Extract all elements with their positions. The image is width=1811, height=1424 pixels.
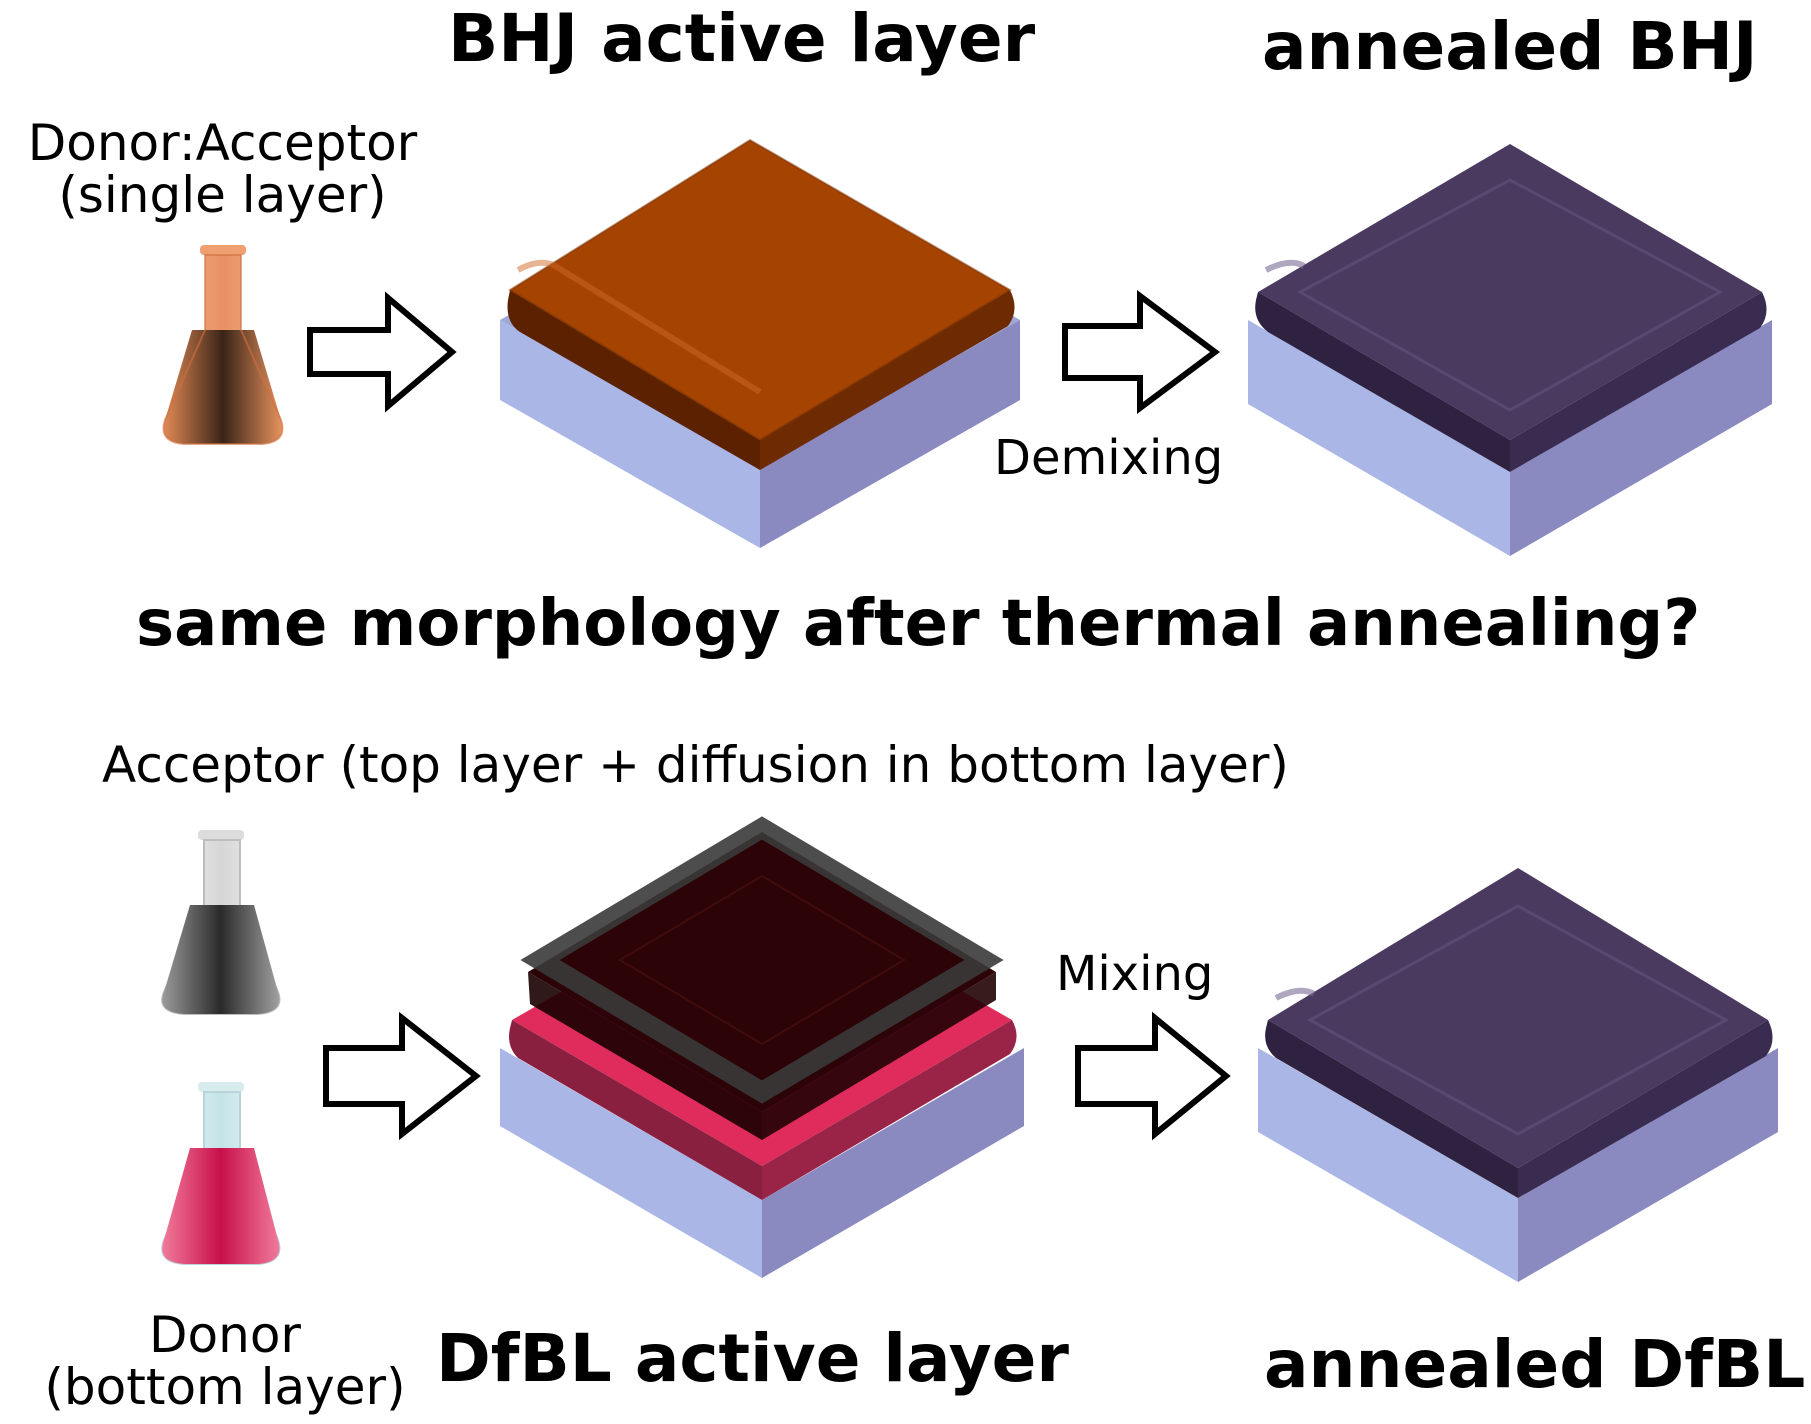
title-dfbl-active-layer: DfBL active layer [436, 1320, 1069, 1397]
arrow-right-icon [1075, 1011, 1231, 1141]
label-bottom-layer: (bottom layer) [44, 1358, 406, 1416]
dfbl-active-layer-block [500, 816, 1024, 1278]
arrow-right-icon [1062, 290, 1221, 414]
label-mixing: Mixing [1056, 946, 1214, 1002]
flask-icon [161, 1082, 281, 1265]
flask-icon [162, 245, 284, 445]
bhj-active-layer-block [500, 138, 1020, 548]
label-donor-acceptor: Donor:Acceptor [27, 114, 418, 172]
annealed-dfbl-block [1258, 868, 1778, 1282]
title-bhj-active-layer: BHJ active layer [448, 0, 1036, 77]
title-annealed-dfbl: annealed DfBL [1264, 1326, 1806, 1403]
arrow-right-icon [323, 1011, 481, 1141]
arrow-right-icon [307, 291, 457, 413]
label-single-layer: (single layer) [58, 166, 387, 224]
label-demixing: Demixing [994, 430, 1224, 486]
label-acceptor: Acceptor (top layer + diffusion in botto… [102, 736, 1289, 794]
annealed-bhj-block [1248, 144, 1772, 556]
question-text: same morphology after thermal annealing? [136, 587, 1701, 661]
label-donor: Donor [149, 1306, 301, 1364]
title-annealed-bhj: annealed BHJ [1262, 8, 1758, 85]
flask-icon [161, 830, 281, 1015]
